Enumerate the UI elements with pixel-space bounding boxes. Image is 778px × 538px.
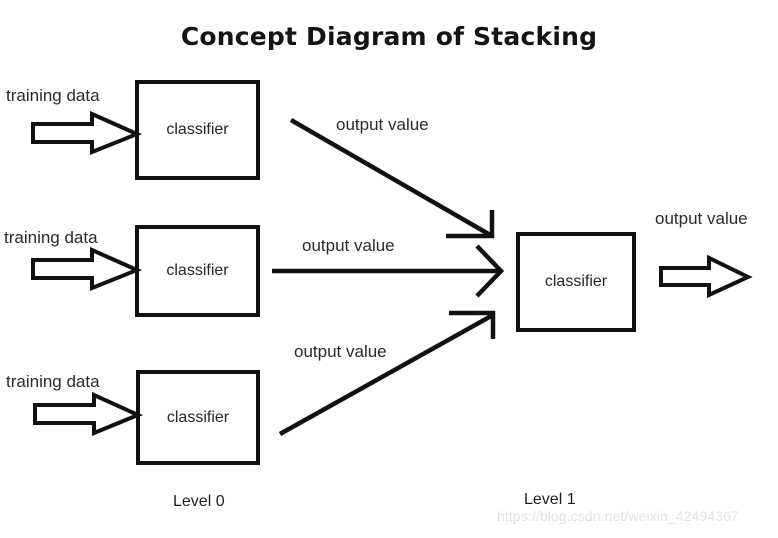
block-arrow-right-icon-input-1 (31, 110, 143, 155)
training-data-label-3: training data (6, 372, 100, 391)
classifier-box-level0-1[interactable] (135, 80, 260, 180)
output-value-label-final: output value (655, 209, 748, 228)
watermark-text: https://blog.csdn.net/weixin_42494367 (497, 508, 739, 524)
diagonal-arrow-icon-top (289, 118, 495, 239)
training-data-label-1: training data (6, 86, 100, 105)
block-arrow-right-icon-input-2 (31, 246, 143, 291)
level-1-caption: Level 1 (524, 491, 576, 508)
output-value-label-2: output value (302, 236, 395, 255)
output-value-label-1: output value (336, 115, 429, 134)
page-title: Concept Diagram of Stacking (180, 22, 598, 51)
classifier-box-level0-3[interactable] (136, 370, 260, 465)
output-value-label-3: output value (294, 342, 387, 361)
level-0-caption: Level 0 (173, 493, 225, 510)
training-data-label-2: training data (4, 228, 98, 247)
classifier-box-level1[interactable] (516, 232, 636, 332)
block-arrow-right-icon-output (659, 254, 753, 299)
block-arrow-right-icon-input-3 (33, 391, 144, 436)
line-arrow-right-icon-middle (272, 244, 505, 298)
diagonal-arrow-icon-bottom (278, 310, 496, 436)
classifier-box-level0-2[interactable] (135, 225, 260, 317)
